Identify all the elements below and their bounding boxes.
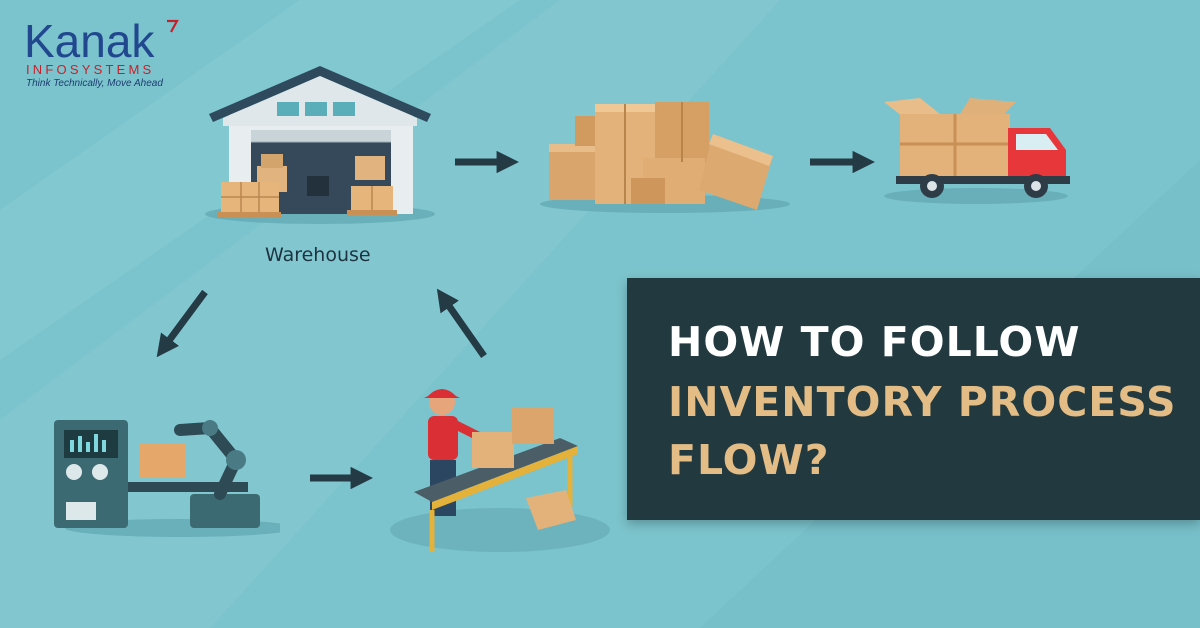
logo-company-name: INFOSYSTEMS [26,62,155,77]
logo-tick-icon [167,19,179,33]
warehouse-label: Warehouse [265,244,371,266]
company-logo[interactable]: Kanak INFOSYSTEMS Think Technically, Mov… [24,15,179,89]
delivery-truck-icon [884,98,1070,204]
headline-line-1: HOW TO FOLLOW [668,318,1081,366]
arrow-warehouse-to-machine [156,289,208,358]
boxes-stack-icon [540,102,790,213]
logo-tagline: Think Technically, Move Ahead [26,78,163,89]
warehouse-icon [205,66,435,224]
headline-panel: HOW TO FOLLOW INVENTORY PROCESS FLOW? [627,278,1200,520]
robotic-arm-machine-icon [54,420,280,537]
headline-line-2: INVENTORY PROCESS [668,378,1177,426]
arrow-conveyor-to-warehouse [436,288,487,359]
logo-wordmark: Kanak [24,15,155,67]
headline-line-3: FLOW? [668,436,830,484]
conveyor-worker-icon [390,389,610,552]
